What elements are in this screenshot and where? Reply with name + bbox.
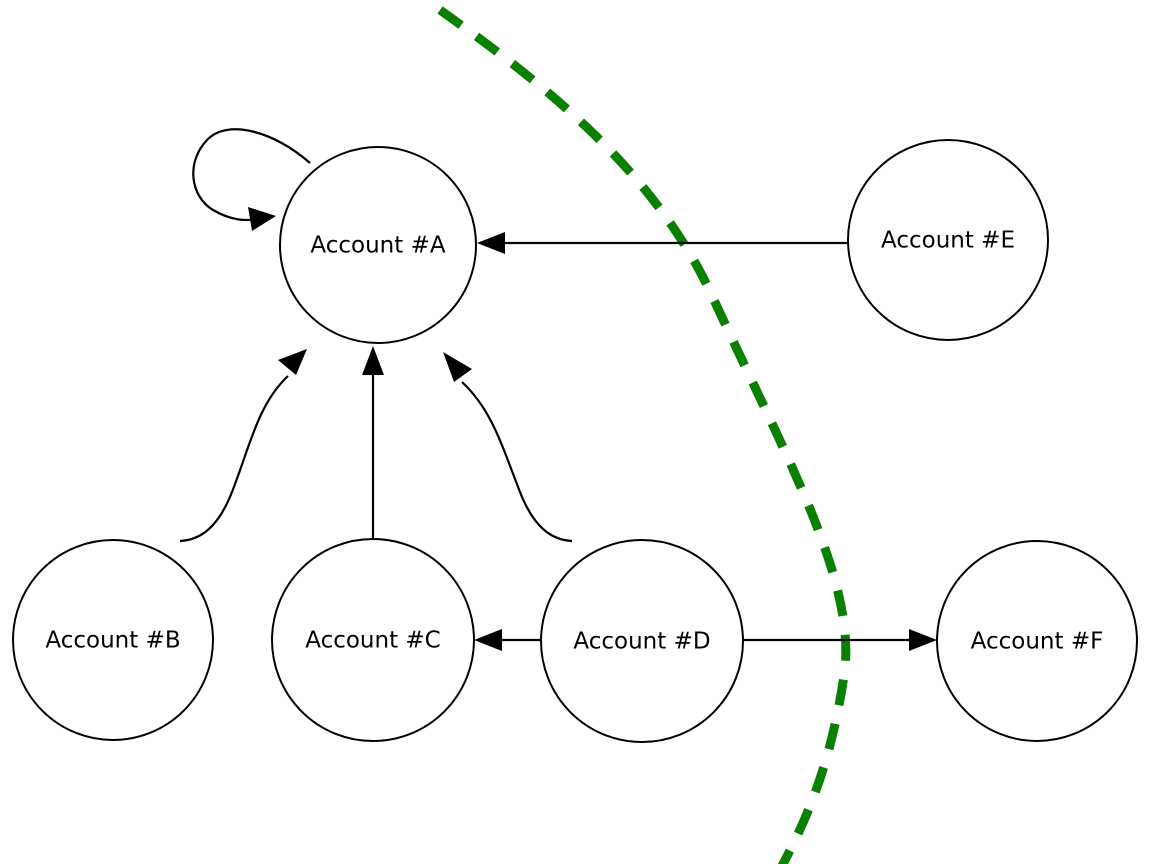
edge-d-to-f-arrowhead — [909, 629, 937, 651]
node-account-a[interactable]: Account #A — [279, 146, 477, 344]
trust-boundary-dashed-arc — [437, 6, 851, 864]
edge-a-self-arrowhead — [248, 207, 276, 231]
edge-b-to-a — [179, 349, 307, 543]
node-account-c[interactable]: Account #C — [271, 538, 475, 742]
node-account-a-circle[interactable] — [279, 146, 477, 344]
node-account-c-circle[interactable] — [271, 538, 475, 742]
node-account-f[interactable]: Account #F — [936, 540, 1138, 742]
node-account-e-circle[interactable] — [847, 139, 1049, 341]
edge-a-self-line — [192, 128, 311, 222]
edge-c-to-a — [362, 346, 384, 540]
edge-e-to-a — [477, 232, 848, 254]
node-account-b-circle[interactable] — [12, 539, 214, 741]
edge-d-to-f — [743, 629, 937, 651]
edge-b-to-a-arrowhead — [278, 349, 307, 375]
edge-d-to-c — [474, 629, 541, 651]
edge-a-to-a-self-loop — [192, 128, 311, 231]
node-account-e[interactable]: Account #E — [847, 139, 1049, 341]
node-account-f-circle[interactable] — [936, 540, 1138, 742]
edge-d-to-a-line — [461, 381, 573, 543]
edge-b-to-a-line — [179, 375, 289, 543]
node-account-d[interactable]: Account #D — [540, 539, 744, 743]
edge-c-to-a-arrowhead — [362, 346, 384, 375]
node-account-b[interactable]: Account #B — [12, 539, 214, 741]
edge-d-to-a — [443, 352, 573, 543]
node-account-d-circle[interactable] — [540, 539, 744, 743]
edge-e-to-a-arrowhead — [477, 232, 505, 254]
edge-d-to-a-arrowhead — [443, 352, 472, 382]
edge-d-to-c-arrowhead — [474, 629, 502, 651]
